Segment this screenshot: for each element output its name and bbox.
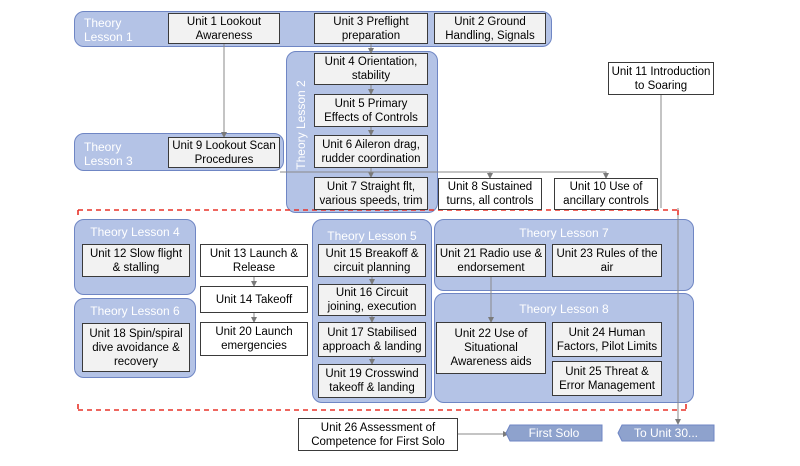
unit-16-box: Unit 16 Circuit joining, execution bbox=[318, 284, 426, 316]
lesson-4-label: Theory Lesson 4 bbox=[90, 225, 180, 239]
unit-24-box: Unit 24 Human Factors, Pilot Limits bbox=[552, 322, 662, 357]
unit-10-box: Unit 10 Use of ancillary controls bbox=[554, 178, 658, 210]
lesson-2-label: Theory Lesson 2 bbox=[294, 80, 308, 170]
unit-25-box: Unit 25 Threat & Error Management bbox=[552, 361, 662, 396]
unit-22-box: Unit 22 Use of Situational Awareness aid… bbox=[436, 322, 546, 374]
unit-5-box: Unit 5 Primary Effects of Controls bbox=[314, 94, 428, 127]
unit-2-box: Unit 2 Ground Handling, Signals bbox=[434, 13, 546, 44]
lesson-1-label: Theory Lesson 1 bbox=[84, 16, 133, 44]
unit-7-box: Unit 7 Straight flt, various speeds, tri… bbox=[314, 177, 428, 210]
unit-21-box: Unit 21 Radio use & endorsement bbox=[436, 244, 546, 277]
lesson-6-label: Theory Lesson 6 bbox=[90, 304, 180, 318]
unit-12-box: Unit 12 Slow flight & stalling bbox=[82, 244, 190, 277]
unit-9-box: Unit 9 Lookout Scan Procedures bbox=[168, 137, 280, 168]
lesson-5-label: Theory Lesson 5 bbox=[327, 229, 417, 243]
unit-18-box: Unit 18 Spin/spiral dive avoidance & rec… bbox=[82, 323, 190, 372]
lesson-7-label: Theory Lesson 7 bbox=[519, 226, 609, 240]
unit-17-box: Unit 17 Stabilised approach & landing bbox=[318, 322, 426, 357]
unit-3-box: Unit 3 Preflight preparation bbox=[314, 13, 428, 44]
unit-23-box: Unit 23 Rules of the air bbox=[552, 244, 662, 277]
unit-20-box: Unit 20 Launch emergencies bbox=[200, 322, 308, 356]
unit-14-box: Unit 14 Takeoff bbox=[200, 286, 308, 313]
unit-8-box: Unit 8 Sustained turns, all controls bbox=[438, 178, 542, 210]
unit-11-box: Unit 11 Introduction to Soaring bbox=[608, 62, 714, 95]
unit-19-box: Unit 19 Crosswind takeoff & landing bbox=[318, 364, 426, 398]
lesson-3-label: Theory Lesson 3 bbox=[84, 140, 133, 168]
to-unit-30-banner: To Unit 30... bbox=[633, 426, 699, 440]
lesson-8-label: Theory Lesson 8 bbox=[519, 302, 609, 316]
unit-13-box: Unit 13 Launch & Release bbox=[200, 244, 308, 277]
unit-6-box: Unit 6 Aileron drag, rudder coordination bbox=[314, 135, 428, 168]
first-solo-banner: First Solo bbox=[528, 426, 580, 440]
unit-4-box: Unit 4 Orientation, stability bbox=[314, 53, 428, 85]
unit-26-box: Unit 26 Assessment of Competence for Fir… bbox=[298, 418, 458, 451]
unit-1-box: Unit 1 Lookout Awareness bbox=[168, 13, 280, 44]
unit-15-box: Unit 15 Breakoff & circuit planning bbox=[318, 244, 426, 277]
